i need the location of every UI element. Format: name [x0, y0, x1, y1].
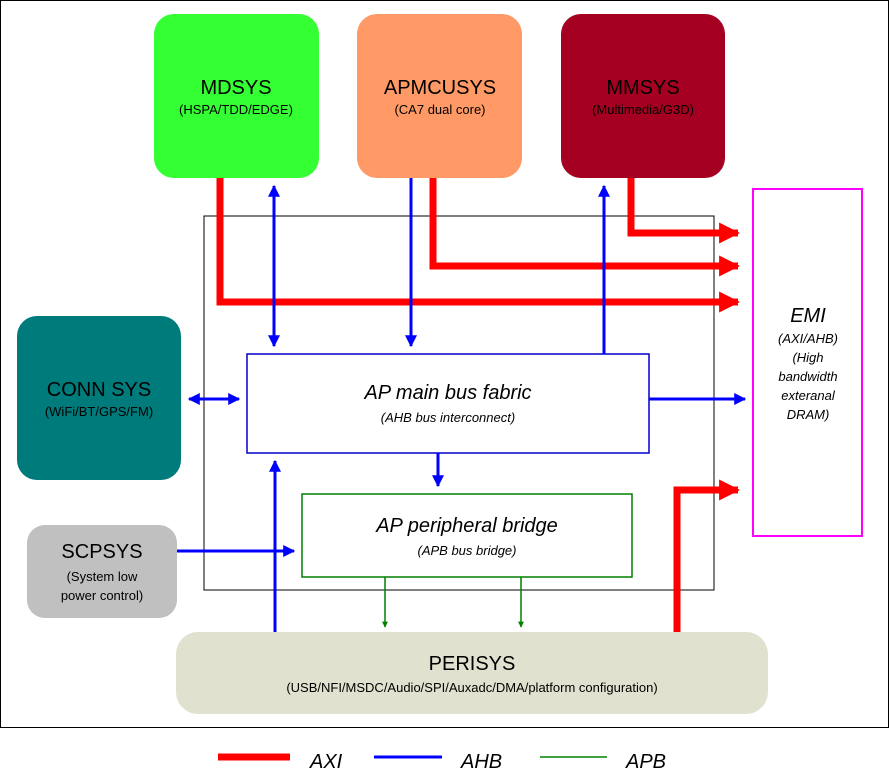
- apmcusys-title: APMCUSYS: [384, 77, 496, 99]
- ap-main-bus-title: AP main bus fabric: [363, 382, 531, 404]
- apmcusys-box: [357, 14, 522, 178]
- ahb-connections: [177, 178, 747, 632]
- mmsys-subtitle: (Multimedia/G3D): [592, 102, 694, 117]
- scpsys-line-2: power control): [61, 588, 143, 603]
- scpsys-box: [27, 525, 177, 618]
- emi-line-3: bandwidth: [778, 369, 837, 384]
- connsys-box: [17, 316, 181, 480]
- mdsys-block: MDSYS (HSPA/TDD/EDGE): [154, 14, 319, 178]
- apb-connections: [382, 577, 524, 628]
- perisys-subtitle: (USB/NFI/MSDC/Audio/SPI/Auxadc/DMA/platf…: [286, 680, 657, 695]
- axi-mdsys-to-emi: [216, 178, 741, 313]
- mdsys-box: [154, 14, 319, 178]
- connsys-block: CONN SYS (WiFi/BT/GPS/FM): [17, 316, 181, 480]
- apmcusys-subtitle: (CA7 dual core): [394, 102, 485, 117]
- axi-apmcusys-to-emi: [429, 178, 741, 277]
- perisys-box: [176, 632, 768, 714]
- mmsys-block: MMSYS (Multimedia/G3D): [561, 14, 725, 178]
- emi-line-1: (AXI/AHB): [778, 331, 838, 346]
- emi-line-4: exteranal: [781, 388, 836, 403]
- perisys-block: PERISYS (USB/NFI/MSDC/Audio/SPI/Auxadc/D…: [176, 632, 768, 714]
- emi-block: EMI (AXI/AHB) (High bandwidth exteranal …: [752, 188, 863, 537]
- legend-apb-label: APB: [625, 751, 666, 773]
- scpsys-block: SCPSYS (System low power control): [27, 525, 177, 618]
- emi-box: [752, 188, 863, 537]
- mmsys-title: MMSYS: [606, 77, 679, 99]
- connsys-title: CONN SYS: [47, 379, 151, 401]
- scpsys-line-1: (System low: [67, 569, 138, 584]
- axi-perisys-to-emi: [673, 479, 741, 632]
- mdsys-subtitle: (HSPA/TDD/EDGE): [179, 102, 293, 117]
- legend-ahb-label: AHB: [460, 751, 502, 773]
- ap-main-bus-subtitle: (AHB bus interconnect): [381, 410, 515, 425]
- mdsys-title: MDSYS: [200, 77, 271, 99]
- axi-mmsys-to-emi: [627, 178, 741, 244]
- ap-peripheral-bridge-box: [301, 493, 633, 578]
- legend-axi-label: AXI: [309, 751, 343, 773]
- axi-connections: [216, 178, 741, 632]
- ap-peripheral-bridge-title: AP peripheral bridge: [375, 515, 558, 537]
- ap-main-bus-box: [246, 353, 650, 454]
- legend: AXI AHB APB: [218, 751, 666, 773]
- ap-main-bus-block: AP main bus fabric (AHB bus interconnect…: [246, 353, 650, 454]
- perisys-title: PERISYS: [429, 653, 516, 675]
- mmsys-box: [561, 14, 725, 178]
- emi-title: EMI: [790, 305, 826, 327]
- emi-line-5: DRAM): [787, 407, 830, 422]
- connsys-subtitle: (WiFi/BT/GPS/FM): [45, 404, 153, 419]
- apmcusys-block: APMCUSYS (CA7 dual core): [357, 14, 522, 178]
- ap-peripheral-bridge-block: AP peripheral bridge (APB bus bridge): [301, 493, 633, 578]
- scpsys-title: SCPSYS: [61, 541, 142, 563]
- emi-line-2: (High: [792, 350, 823, 365]
- ap-peripheral-bridge-subtitle: (APB bus bridge): [418, 543, 517, 558]
